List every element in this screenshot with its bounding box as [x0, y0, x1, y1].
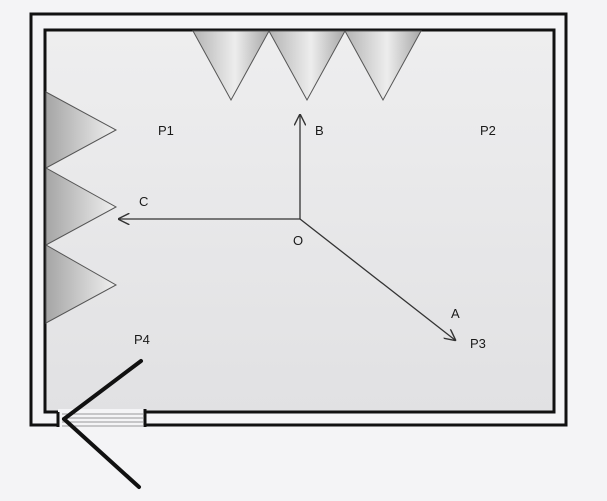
top-panel-1 — [192, 30, 270, 102]
door-leaf-outer — [62, 417, 141, 489]
top-panel-2 — [268, 30, 346, 102]
label-axis-a: A — [451, 306, 460, 321]
left-panel-1 — [45, 91, 118, 169]
room-floor — [43, 28, 556, 414]
label-axis-c: C — [139, 194, 148, 209]
label-axis-b: B — [315, 123, 324, 138]
axis-a-arrow — [299, 218, 455, 340]
door-leaf-inner — [62, 359, 143, 421]
label-p3: P3 — [470, 336, 486, 351]
label-p1: P1 — [158, 123, 174, 138]
top-panel-3 — [344, 30, 422, 102]
label-p2: P2 — [480, 123, 496, 138]
label-p4: P4 — [134, 332, 150, 347]
left-panel-3 — [45, 244, 118, 324]
label-origin: O — [293, 233, 303, 248]
outer-wall — [29, 12, 568, 427]
left-panel-2 — [45, 167, 118, 246]
